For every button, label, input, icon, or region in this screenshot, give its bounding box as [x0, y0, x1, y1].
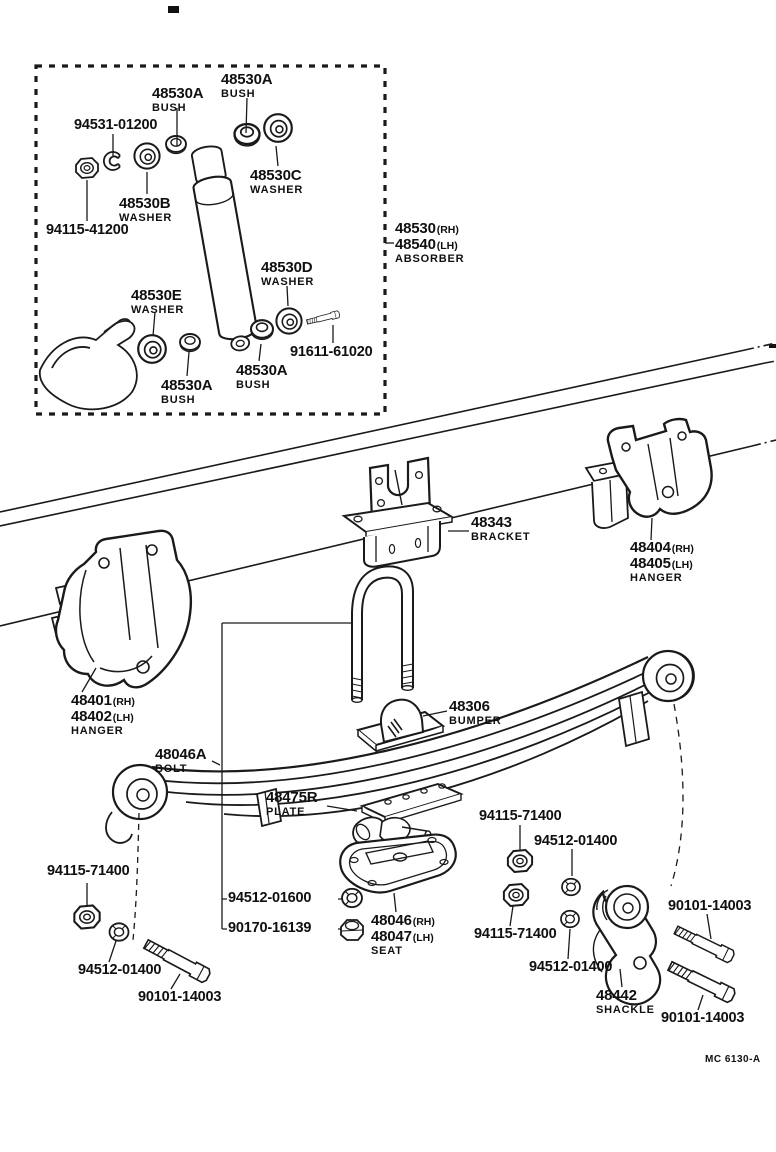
bumper-drawing — [355, 698, 446, 753]
part-label-bush-bottom-mid: 48530A BUSH — [236, 362, 288, 391]
part-label-rear-hanger: 48404(RH) 48405(LH) HANGER — [630, 539, 694, 584]
part-label-seat: 48046(RH) 48047(LH) SEAT — [371, 912, 435, 957]
part-label-bracket: 48343 BRACKET — [471, 514, 531, 543]
part-label-94512-01400-upper: 94512-01400 — [534, 833, 618, 849]
leader-lines — [81, 97, 712, 1011]
part-label-washer-e: 48530E WASHER — [131, 287, 185, 316]
shackle-drawing — [592, 884, 662, 1006]
scan-marks — [168, 6, 776, 348]
part-label-94531-01200: 94531-01200 — [74, 117, 158, 133]
part-label-91611-61020: 91611-61020 — [290, 344, 373, 360]
part-label-90101-14003-front: 90101-14003 — [138, 989, 222, 1005]
bracket-drawing — [341, 456, 455, 568]
seat-drawing — [339, 816, 457, 894]
part-label-washer-c: 48530C WASHER — [250, 167, 304, 196]
part-label-front-hanger: 48401(RH) 48402(LH) HANGER — [71, 692, 135, 737]
front-hanger-drawing — [50, 529, 192, 689]
dashed-box-border — [34, 64, 387, 416]
part-label-plate: 48475R PLATE — [266, 789, 318, 818]
part-label-90101-14003-lower: 90101-14003 — [661, 1010, 745, 1026]
part-label-washer-d: 48530D WASHER — [261, 259, 315, 288]
leaf-spring-drawing — [105, 649, 695, 844]
axle-arm-sketch — [38, 318, 138, 411]
part-label-90170-16139: 90170-16139 — [228, 920, 312, 936]
figure-code: MC 6130-A — [705, 1054, 761, 1065]
absorber-inset-box — [34, 64, 387, 416]
part-label-bush-bottom-left: 48530A BUSH — [161, 377, 213, 406]
part-label-washer-b: 48530B WASHER — [119, 195, 173, 224]
part-label-absorber: 48530(RH) 48540(LH) ABSORBER — [395, 220, 465, 265]
part-label-94512-01600: 94512-01600 — [228, 890, 312, 906]
part-label-94115-41200: 94115-41200 — [46, 222, 129, 238]
part-label-90101-14003-upper: 90101-14003 — [668, 898, 752, 914]
part-label-94115-71400-front: 94115-71400 — [47, 863, 130, 879]
part-label-bush-top-right: 48530A BUSH — [221, 71, 273, 100]
part-label-shackle: 48442 SHACKLE — [596, 987, 655, 1016]
u-bolt-drawing — [351, 565, 414, 704]
rear-hanger-drawing — [584, 417, 713, 529]
part-label-bumper: 48306 BUMPER — [449, 698, 502, 727]
part-label-94512-01400-lower: 94512-01400 — [529, 959, 613, 975]
shock-absorber-drawing — [190, 145, 258, 352]
part-label-94115-71400-upper: 94115-71400 — [479, 808, 562, 824]
part-label-spring-bolt: 48046A BOLT — [155, 746, 207, 775]
part-label-94512-01400-front: 94512-01400 — [78, 962, 162, 978]
part-label-bush-top-left: 48530A BUSH — [152, 85, 204, 114]
part-label-94115-71400-lower: 94115-71400 — [474, 926, 557, 942]
